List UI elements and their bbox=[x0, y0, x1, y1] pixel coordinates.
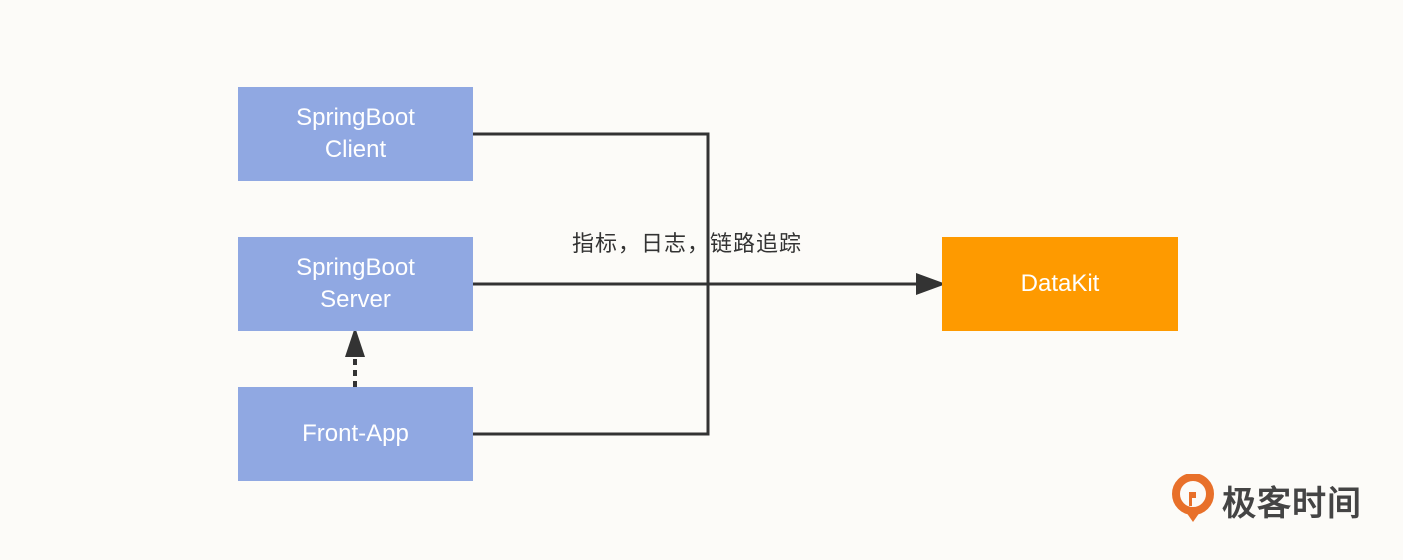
node-label: DataKit bbox=[1020, 270, 1100, 297]
edge-client-to-datakit bbox=[473, 132, 710, 284]
edge-label: 指标，日志，链路追踪 bbox=[572, 232, 803, 257]
node-label-line2: Client bbox=[324, 136, 387, 163]
logo-text: 极客时间 bbox=[1222, 483, 1362, 524]
node-springboot-server: SpringBoot Server bbox=[238, 237, 473, 331]
node-datakit: DataKit bbox=[942, 237, 1178, 331]
arrowhead-datakit bbox=[916, 273, 946, 295]
node-front-app: Front-App bbox=[238, 387, 473, 481]
node-label-line1: SpringBoot bbox=[296, 254, 415, 281]
arrowhead-server bbox=[345, 327, 365, 357]
node-label-line1: SpringBoot bbox=[296, 104, 415, 131]
node-label: Front-App bbox=[302, 420, 409, 447]
node-springboot-client: SpringBoot Client bbox=[238, 87, 473, 181]
geektime-logo-icon bbox=[1172, 474, 1214, 522]
geektime-logo: 极客时间 bbox=[1172, 474, 1362, 526]
edge-front-to-datakit bbox=[473, 284, 710, 436]
node-label-line2: Server bbox=[320, 286, 391, 313]
